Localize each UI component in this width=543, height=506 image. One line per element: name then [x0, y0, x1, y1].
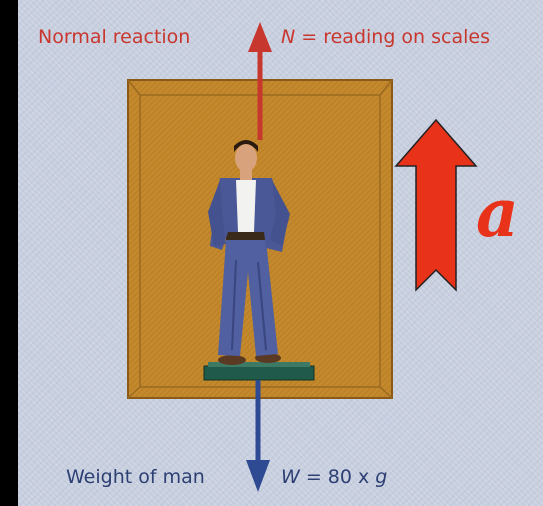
- normal-reaction-description: = reading on scales: [295, 26, 490, 48]
- normal-reaction-arrow-icon: [248, 22, 272, 140]
- weight-arrow-icon: [246, 380, 270, 492]
- acceleration-arrow-icon: [394, 118, 478, 292]
- weight-equation: W = 80 x g: [281, 468, 387, 487]
- acceleration-symbol: a: [476, 174, 519, 252]
- normal-reaction-equation: N = reading on scales: [281, 28, 490, 47]
- normal-reaction-symbol: N: [281, 26, 296, 48]
- scales: [203, 362, 315, 381]
- man-figure: [208, 140, 290, 365]
- gravity-symbol: g: [375, 466, 388, 488]
- weight-label: Weight of man: [66, 466, 205, 488]
- weight-symbol: W: [281, 466, 300, 488]
- weight-expression: = 80 x: [299, 466, 376, 488]
- normal-reaction-label: Normal reaction: [38, 26, 191, 48]
